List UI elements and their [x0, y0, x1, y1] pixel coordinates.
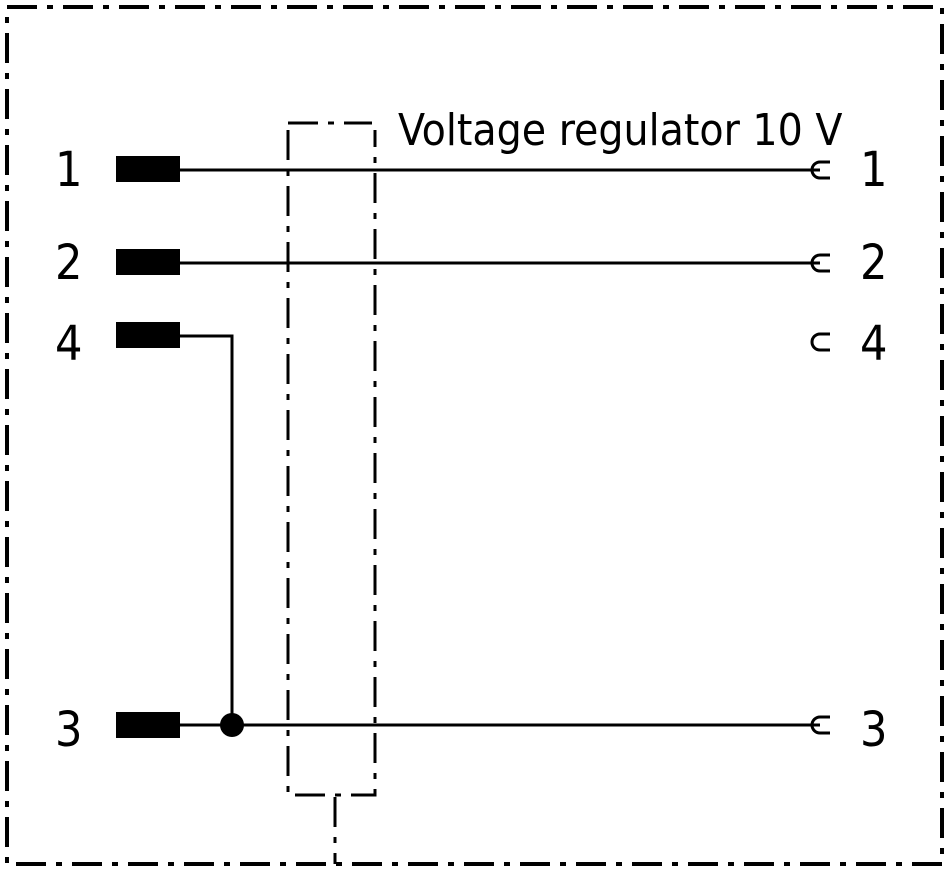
socket-3 [810, 715, 830, 735]
plug-pin-4 [116, 322, 180, 348]
left-pin-label: 4 [55, 316, 82, 372]
plug-pin-3 [116, 712, 180, 738]
outer-boundary [5, 5, 944, 866]
regulator-label: Voltage regulator 10 V [398, 105, 842, 156]
socket-1 [810, 160, 830, 180]
junction-dot [220, 713, 244, 737]
regulator-boundary [286, 121, 377, 864]
socket-4 [810, 332, 830, 352]
right-pin-label: 4 [860, 316, 887, 372]
right-pin-label: 2 [860, 235, 887, 291]
right-pin-label: 3 [860, 702, 887, 758]
left-pin-label: 3 [55, 702, 82, 758]
right-pin-label: 1 [860, 142, 887, 198]
left-pin-label: 2 [55, 235, 82, 291]
left-pin-label: 1 [55, 142, 82, 198]
socket-2 [810, 253, 830, 273]
plug-pin-2 [116, 249, 180, 275]
plug-pin-1 [116, 156, 180, 182]
wire-4 [180, 334, 234, 725]
